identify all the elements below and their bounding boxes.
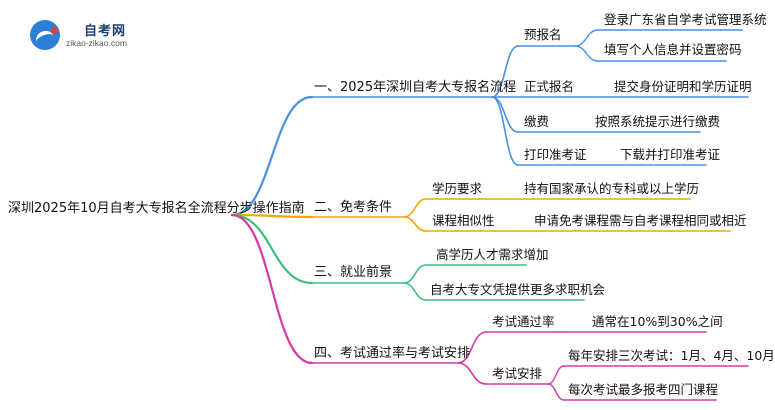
- logo-emblem-icon: [30, 20, 60, 50]
- b2-link-1: [403, 198, 427, 218]
- b4-item-1-sub-1: 通常在10%到30%之间: [592, 314, 723, 329]
- b1-item-1-sub-1: 登录广东省自学考试管理系统: [604, 12, 767, 27]
- b4-link-1: [457, 331, 487, 364]
- b2-item-2-sub-1: 申请免考课程需与自考课程相同或相近: [534, 213, 747, 228]
- branch-4-label: 四、考试通过率与考试安排: [314, 346, 471, 361]
- b1-item-3-sub-1: 按照系统提示进行缴费: [595, 114, 721, 129]
- b1-link-1: [491, 45, 519, 98]
- b4-link-2: [457, 362, 487, 385]
- b1-link-3: [491, 96, 519, 133]
- b4-item-2-sub-1: 每年安排三次考试：1月、4月、10月: [568, 348, 775, 363]
- b1-item-3-label: 缴费: [524, 114, 550, 129]
- root-to-branch-1-link: [230, 95, 314, 217]
- branch-2-label: 二、免考条件: [314, 200, 393, 215]
- b3-item-2-label: 自考大专文凭提供更多求职机会: [430, 282, 606, 297]
- root-to-branch-3-link: [230, 213, 314, 285]
- branch-3-label: 三、就业前景: [314, 265, 393, 280]
- logo-url: zikao-zikao.com: [66, 38, 127, 48]
- b3-link-2: [403, 282, 427, 301]
- b1-item-4-sub-1: 下载并打印准考证: [620, 147, 721, 162]
- b1-item-4-label: 打印准考证: [524, 147, 587, 162]
- b2-item-1-sub-1: 持有国家承认的专科或以上学历: [524, 181, 700, 196]
- b4-item-1-label: 考试通过率: [492, 314, 555, 329]
- root-topic: 深圳2025年10月自考大专报名全流程分步操作指南: [8, 201, 305, 216]
- b1-item-2-label: 正式报名: [524, 79, 575, 94]
- b4-item-2-sub-link-1: [547, 365, 565, 385]
- b4-item-2-sub-link-2: [547, 383, 565, 401]
- b2-link-2: [403, 216, 427, 232]
- b1-item-1-label: 预报名: [524, 27, 562, 42]
- b3-link-1: [403, 264, 427, 284]
- mindmap-connectors: [230, 29, 749, 401]
- b1-item-1-sub-link-1: [574, 29, 599, 47]
- b3-item-1-label: 高学历人才需求增加: [436, 247, 549, 262]
- b1-item-1-sub-link-2: [574, 45, 599, 62]
- logo-name: 自考网: [84, 24, 127, 39]
- b1-item-2-sub-1: 提交身份证明和学历证明: [614, 79, 752, 94]
- root-to-branch-4-link: [230, 213, 314, 365]
- root-to-branch-2-link: [230, 213, 314, 219]
- b4-item-2-label: 考试安排: [492, 366, 543, 381]
- site-logo: 自考网 zikao-zikao.com: [30, 16, 190, 52]
- b4-item-2-sub-2: 每次考试最多报考四门课程: [568, 382, 719, 397]
- b2-item-1-label: 学历要求: [432, 181, 483, 196]
- b1-item-1-sub-2: 填写个人信息并设置密码: [604, 42, 742, 57]
- branch-1-label: 一、2025年深圳自考大专报名流程: [314, 80, 517, 95]
- b1-link-4: [491, 96, 519, 166]
- b2-item-2-label: 课程相似性: [432, 213, 495, 228]
